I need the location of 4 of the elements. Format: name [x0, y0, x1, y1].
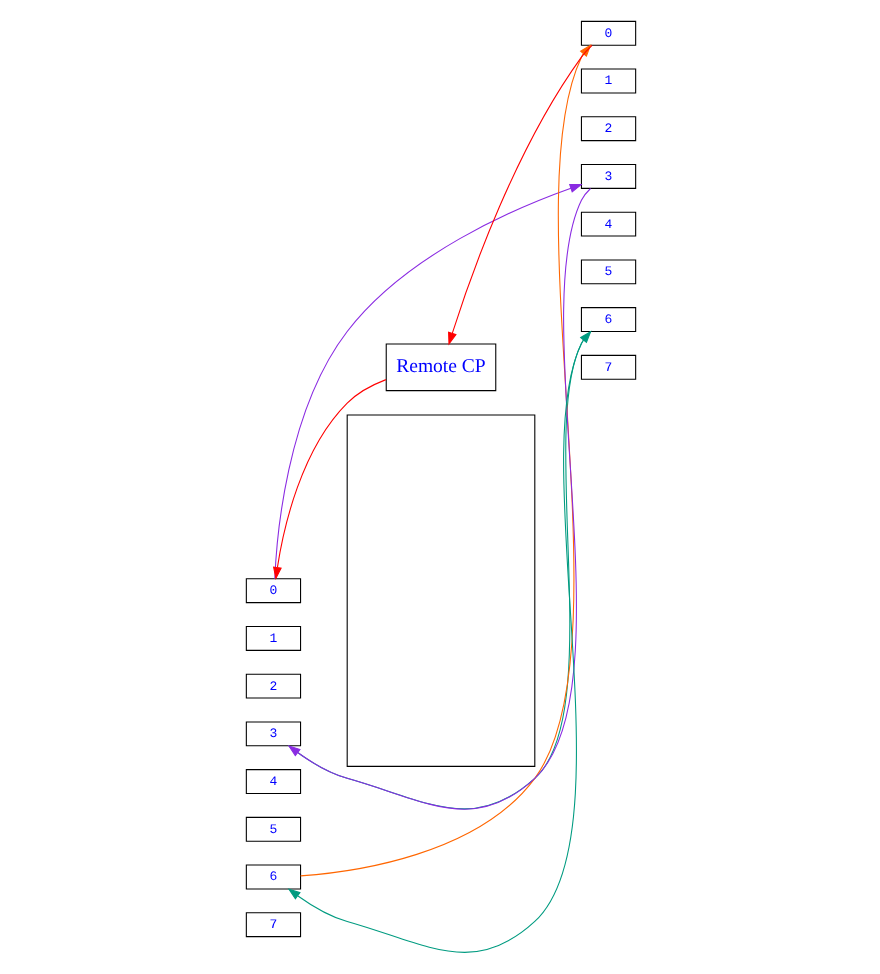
arrow	[271, 379, 386, 580]
node-box: Remote CP	[384, 343, 496, 392]
arrow	[273, 184, 582, 580]
node-box	[345, 414, 535, 767]
